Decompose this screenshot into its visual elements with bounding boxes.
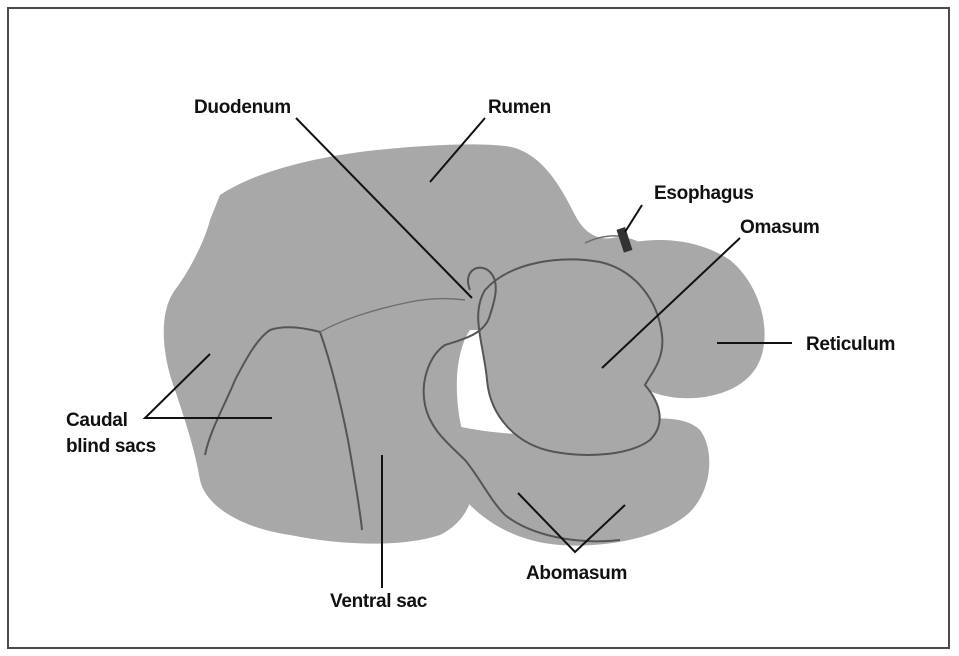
label-duodenum: Duodenum [194,97,291,118]
label-omasum: Omasum [740,217,820,238]
label-rumen: Rumen [488,97,551,118]
label-caudal-line2: blind sacs [66,436,156,457]
esophagus-leader [625,205,642,232]
label-caudal-line1: Caudal [66,410,128,431]
label-reticulum: Reticulum [806,334,895,355]
label-ventral-sac: Ventral sac [330,591,428,612]
label-abomasum: Abomasum [526,563,627,584]
label-esophagus: Esophagus [654,183,754,204]
stomach-illustration [164,144,765,545]
